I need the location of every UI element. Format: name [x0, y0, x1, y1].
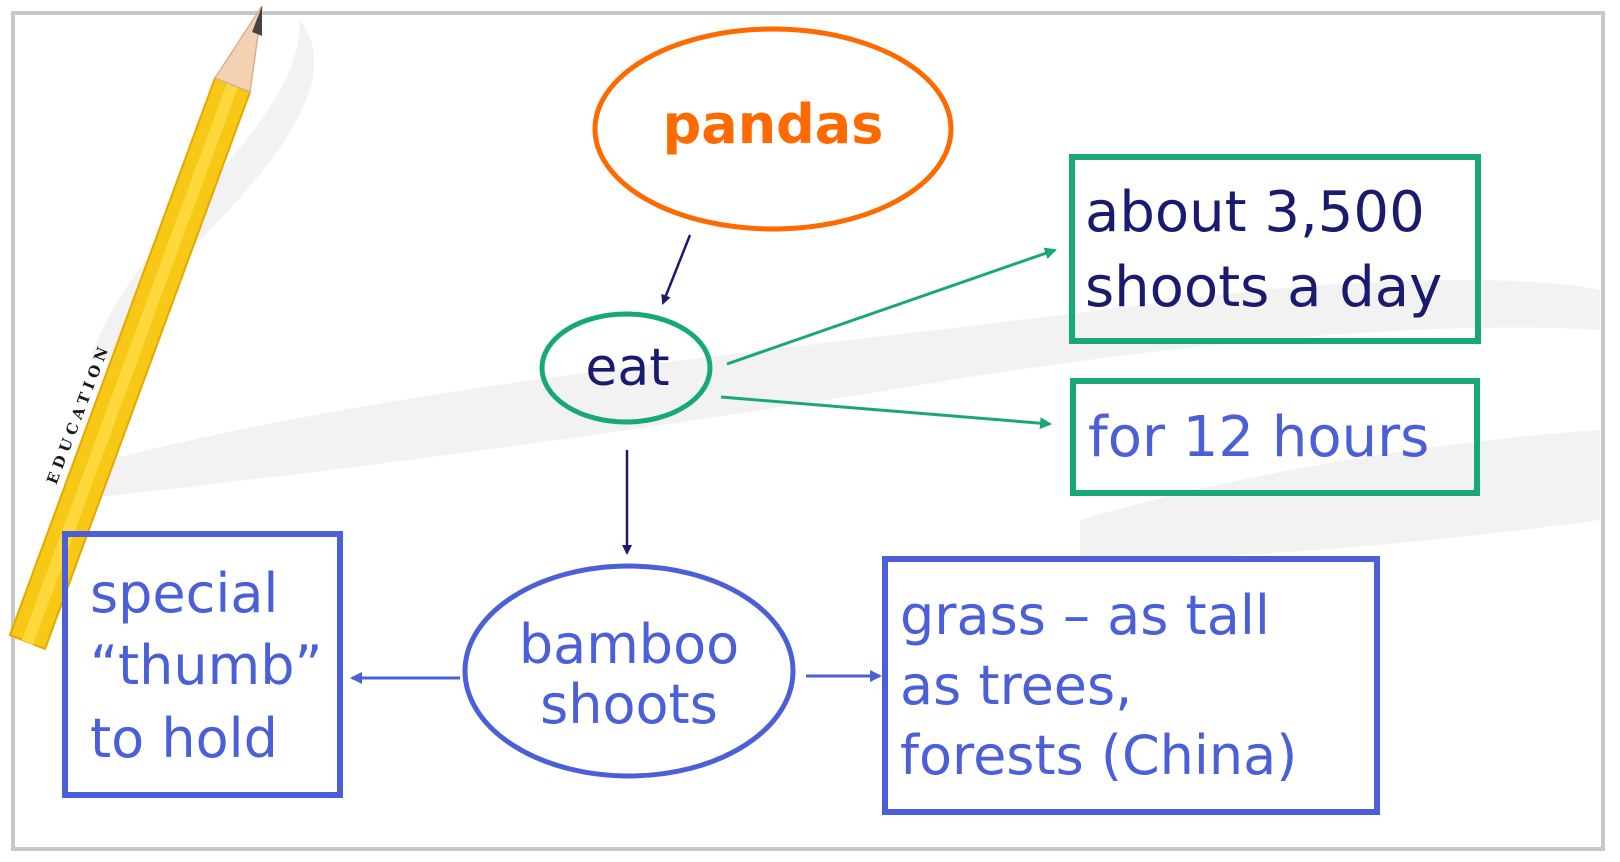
bamboo-ellipse	[462, 563, 796, 779]
shoots-per-day-label: about 3,500 shoots a day	[1085, 179, 1443, 320]
grass-box	[882, 556, 1380, 815]
bamboo-shoots-label: bamboo shoots	[518, 612, 740, 736]
arrow-eat-to-hours	[720, 395, 1052, 430]
thumb-box	[62, 531, 343, 798]
arrow-eat-to-shoots-per-day	[726, 247, 1057, 366]
eat-ellipse	[539, 311, 713, 425]
hours-box	[1070, 378, 1480, 496]
hours-label: for 12 hours	[1088, 405, 1430, 471]
eat-label: eat	[585, 337, 670, 398]
thumb-label: special “thumb” to hold	[90, 561, 323, 770]
grass-label: grass – as tall as trees, forests (China…	[900, 583, 1298, 788]
shoots-per-day-box	[1069, 154, 1481, 344]
pandas-label: pandas	[662, 92, 884, 156]
arrow-pandas-to-eat	[661, 234, 692, 305]
pandas-ellipse	[592, 26, 954, 232]
